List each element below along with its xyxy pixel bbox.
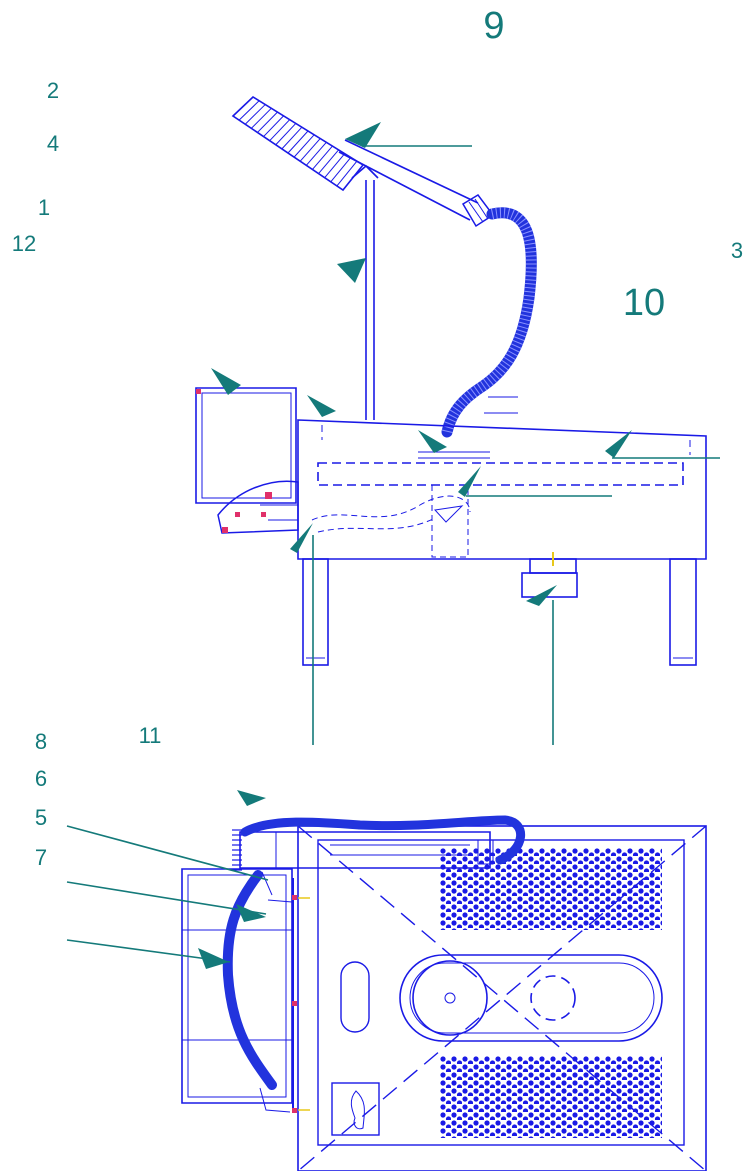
callout-8: 8 xyxy=(35,729,47,754)
top-view xyxy=(181,815,707,1171)
drain-fitting xyxy=(521,552,578,598)
brush-head xyxy=(231,95,365,192)
top-tray xyxy=(181,868,310,1113)
callout-7: 7 xyxy=(35,845,47,870)
callout-10: 10 xyxy=(623,282,665,324)
callout-12: 12 xyxy=(12,231,36,256)
support-rod xyxy=(351,164,379,420)
main-body xyxy=(297,419,707,560)
callout-3: 3 xyxy=(731,238,743,263)
leader-lines xyxy=(66,145,720,963)
callout-1: 1 xyxy=(38,195,50,220)
callout-labels: 9 2 4 1 12 3 10 8 11 6 5 7 xyxy=(12,5,743,870)
flex-hose xyxy=(441,207,537,438)
top-hose-upper xyxy=(240,815,526,865)
top-wand xyxy=(232,829,494,871)
callout-11: 11 xyxy=(139,723,162,748)
top-hose-side xyxy=(222,870,277,1090)
wand-tube xyxy=(338,139,495,228)
top-body xyxy=(297,825,707,1171)
side-view xyxy=(195,95,707,666)
callout-4: 4 xyxy=(47,131,59,156)
callout-9: 9 xyxy=(483,5,504,47)
callout-6: 6 xyxy=(35,766,47,791)
callout-arrows xyxy=(198,122,632,969)
callout-2: 2 xyxy=(47,78,59,103)
callout-5: 5 xyxy=(35,805,47,830)
side-tray xyxy=(195,387,299,534)
legs xyxy=(302,558,697,666)
